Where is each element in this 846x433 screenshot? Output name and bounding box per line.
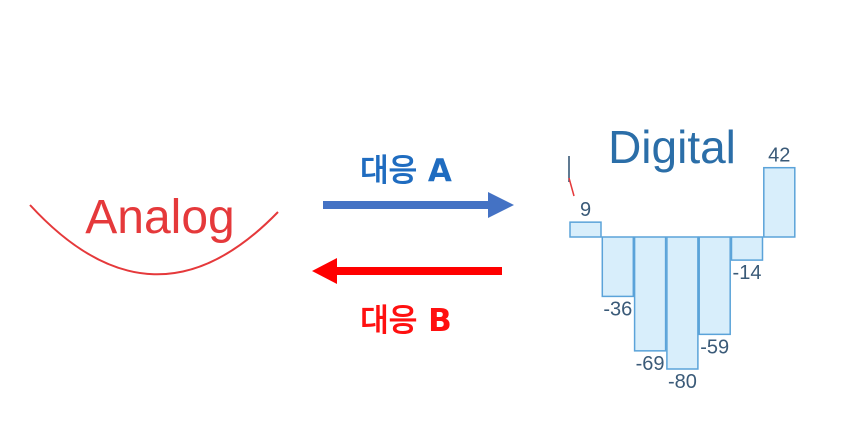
bar-1 [569,221,602,238]
forward-arrow-head-icon [488,192,514,218]
correspondence-a-label: 대응 A [360,153,452,189]
correspondence-b-group: 대응 B [312,258,502,339]
correspondence-a-group: 대응 A [323,153,514,218]
data-label-2: -36 [603,298,632,320]
chart-edge-mark [568,156,575,197]
chart-edge-tick [568,177,575,197]
data-label-7: 42 [768,145,790,167]
data-label-6: -14 [733,262,762,284]
correspondence-b-label: 대응 B [360,303,451,339]
bar-6 [730,236,764,261]
bar-7 [763,166,796,238]
bar-3 [633,236,667,352]
analog-group: Analog [29,191,279,276]
data-label-5: -59 [700,336,729,358]
backward-arrow-head-icon [312,258,337,284]
bar-5 [698,236,731,336]
analog-label: Analog [85,191,234,244]
data-label-3: -69 [636,353,665,375]
bar-2 [601,236,635,298]
bar-4 [666,236,699,370]
data-label-4: -80 [668,371,697,393]
digital-bar-chart: 9 -36 -69-80-59 -14 42 [569,145,796,393]
analog-curve [29,204,279,276]
digital-label: Digital [608,121,736,173]
data-label-1: 9 [580,199,591,221]
digital-group: Digital 9 -36 -69-80-59 -14 42 [568,121,796,393]
